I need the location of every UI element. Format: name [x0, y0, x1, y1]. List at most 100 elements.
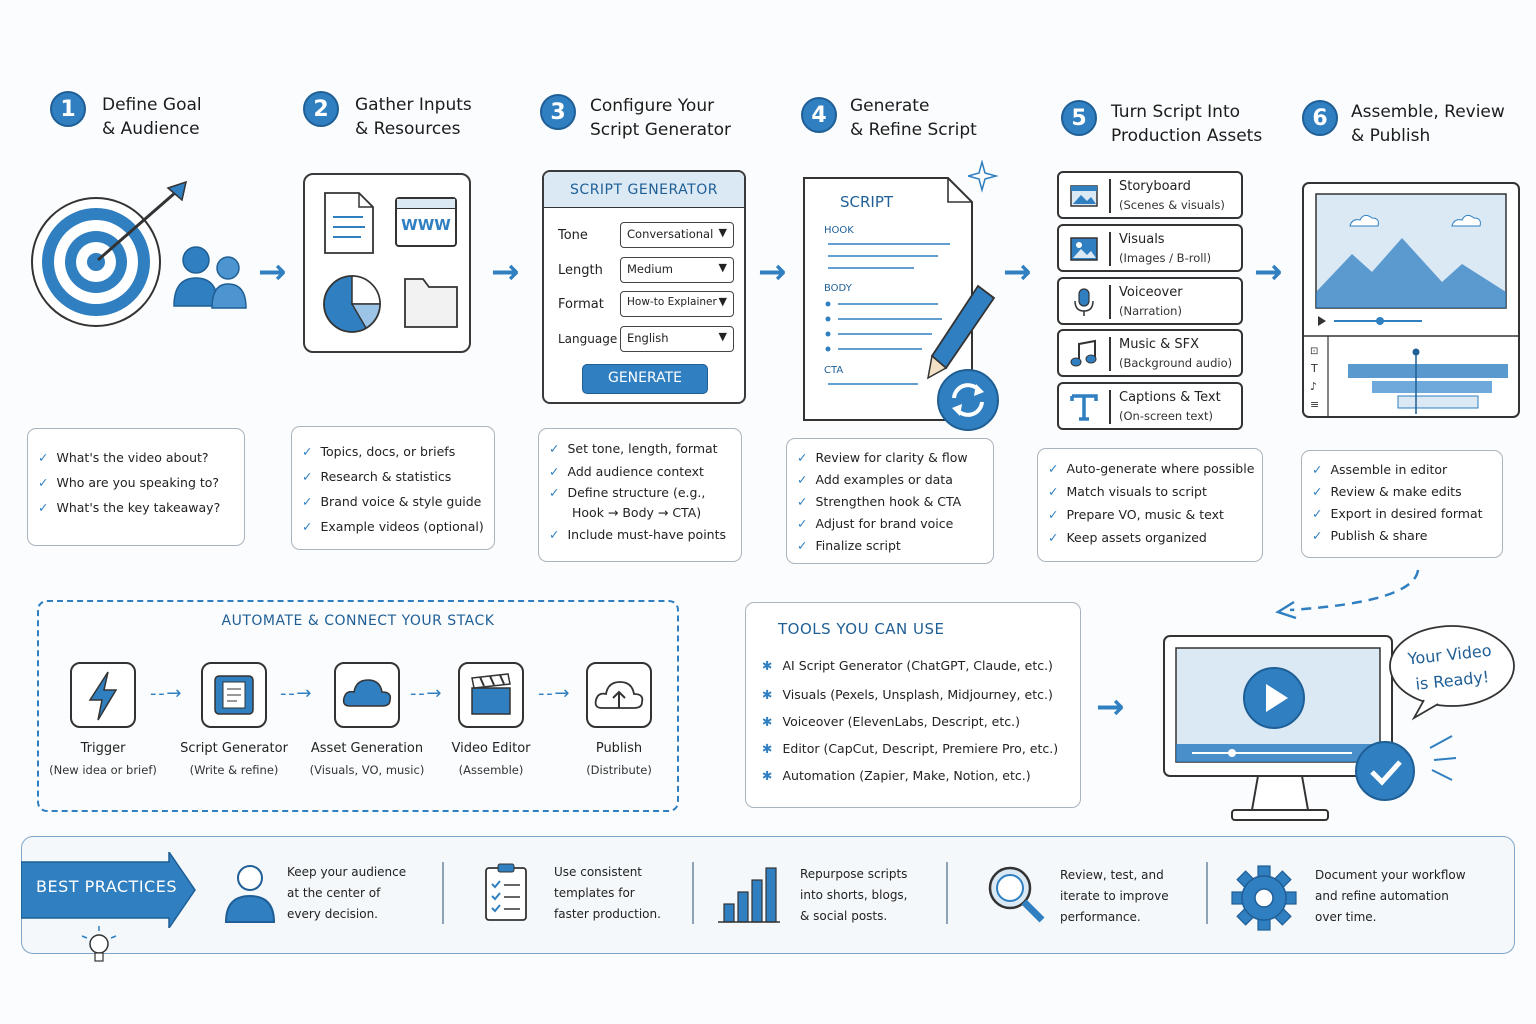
- svg-text:♪: ♪: [1310, 380, 1317, 393]
- tool-item: ✱AI Script Generator (ChatGPT, Claude, e…: [762, 658, 1053, 673]
- asset-generation-node: [334, 662, 400, 728]
- list-item: ✓Keep assets organized: [1048, 530, 1207, 545]
- asset-generation-sub: (Visuals, VO, music): [309, 763, 425, 777]
- automate-title: AUTOMATE & CONNECT YOUR STACK: [221, 613, 495, 629]
- best-practice-text: Repurpose scripts into shorts, blogs, & …: [800, 867, 908, 923]
- length-row: Length Medium▼: [558, 257, 734, 283]
- folder-icon: [404, 278, 458, 328]
- asset-voiceover: Voiceover (Narration): [1057, 277, 1243, 325]
- check-icon: ✓: [38, 450, 49, 465]
- checklist-step-3: ✓Set tone, length, format ✓Add audience …: [538, 428, 742, 562]
- asset-title: Music & SFX: [1119, 337, 1200, 352]
- tone-select[interactable]: Conversational▼: [620, 222, 734, 248]
- language-select[interactable]: English▼: [620, 326, 734, 352]
- cloud-icon: [342, 679, 392, 707]
- format-select[interactable]: How-to Explainer▼: [620, 291, 734, 317]
- script-generator-panel: SCRIPT GENERATOR Tone Conversational▼ Le…: [542, 170, 746, 404]
- list-item: ✓Brand voice & style guide: [302, 494, 482, 509]
- asset-subtitle: (Scenes & visuals): [1119, 198, 1225, 212]
- checklist-step-1: ✓What's the video about? ✓Who are you sp…: [27, 428, 245, 546]
- list-item: ✓Export in desired format: [1312, 506, 1483, 521]
- arrow-2-to-3: →: [491, 252, 520, 292]
- video-editor-illustration: ⊡ T ♪ ≡: [1302, 182, 1520, 418]
- sparkle-icon: [968, 160, 999, 193]
- language-value: English: [627, 331, 669, 345]
- bar-chart-icon: [718, 867, 780, 923]
- video-editor-node: [458, 662, 524, 728]
- person-icon: [224, 865, 276, 923]
- check-icon: ✓: [797, 472, 808, 487]
- language-row: Language English▼: [558, 326, 734, 352]
- publish-sub: (Distribute): [586, 763, 652, 777]
- step-2-title: Gather Inputs & Resources: [355, 95, 472, 139]
- check-icon: ✓: [1048, 461, 1059, 476]
- list-item: ✓Match visuals to script: [1048, 484, 1207, 499]
- list-item: ✓What's the key takeaway?: [38, 500, 221, 515]
- tool-item: ✱Editor (CapCut, Descript, Premiere Pro,…: [762, 741, 1059, 756]
- check-icon: ✓: [549, 464, 560, 479]
- check-icon: ✓: [549, 441, 560, 456]
- asset-title: Storyboard: [1119, 179, 1191, 194]
- asset-title: Visuals: [1119, 232, 1165, 247]
- checklist-step-5: ✓Auto-generate where possible ✓Match vis…: [1037, 448, 1263, 562]
- pie-chart-icon: [323, 275, 381, 333]
- text-icon: [1070, 394, 1098, 421]
- asset-visuals: Visuals (Images / B-roll): [1057, 224, 1243, 272]
- document-icon: [324, 192, 374, 254]
- tools-section: [745, 602, 1081, 808]
- step-6-title: Assemble, Review & Publish: [1351, 102, 1505, 146]
- asset-subtitle: (Background audio): [1119, 356, 1233, 370]
- list-item: ✓Assemble in editor: [1312, 462, 1448, 477]
- trigger-node: [70, 662, 136, 728]
- publish-label: Publish: [595, 741, 643, 756]
- arrow-3-to-4: →: [758, 252, 787, 292]
- browser-icon: WWW: [395, 197, 457, 247]
- svg-text:≡: ≡: [1310, 398, 1319, 411]
- script-editor-icon: [214, 675, 254, 715]
- cloud-upload-icon: [594, 681, 644, 709]
- step-1-title: Define Goal & Audience: [102, 95, 202, 139]
- length-select[interactable]: Medium▼: [620, 257, 734, 283]
- storyboard-icon: [1070, 185, 1098, 207]
- step-1-badge: 1: [50, 91, 86, 127]
- tone-row: Tone Conversational▼: [558, 222, 734, 248]
- asset-title: Voiceover: [1119, 285, 1183, 300]
- list-item: ✓Research & statistics: [302, 469, 452, 484]
- generate-button[interactable]: GENERATE: [582, 364, 708, 394]
- list-item: ✓Review for clarity & flow: [797, 450, 968, 465]
- step-6-badge: 6: [1302, 100, 1338, 136]
- divider: [1109, 179, 1111, 213]
- check-icon: ✓: [549, 485, 560, 500]
- list-item: ✓What's the video about?: [38, 450, 209, 465]
- list-item: ✓Topics, docs, or briefs: [302, 444, 456, 459]
- list-item: Hook → Body → CTA): [572, 505, 702, 520]
- tone-value: Conversational: [627, 227, 714, 241]
- refresh-icon: [937, 369, 999, 431]
- divider: [1206, 862, 1208, 924]
- checklist-step-6: ✓Assemble in editor ✓Review & make edits…: [1301, 450, 1503, 558]
- resources-panel: WWW: [303, 173, 471, 353]
- script-generator-label: Script Generator: [180, 741, 288, 756]
- svg-text:T: T: [1310, 362, 1318, 375]
- video-editor-sub: (Assemble): [458, 763, 524, 777]
- checkmark-badge-icon: [1355, 741, 1415, 801]
- script-body-label: BODY: [824, 283, 852, 294]
- gear-icon: [1231, 865, 1297, 931]
- list-item: ✓Strengthen hook & CTA: [797, 494, 962, 509]
- lightning-icon: [88, 671, 118, 721]
- check-icon: ✓: [1048, 507, 1059, 522]
- best-practice-text: Review, test, and iterate to improve per…: [1060, 868, 1169, 924]
- check-icon: ✓: [302, 494, 313, 509]
- format-row: Format How-to Explainer▼: [558, 291, 734, 317]
- asset-captions: Captions & Text (On-screen text): [1057, 382, 1243, 430]
- tool-item: ✱Voiceover (ElevenLabs, Descript, etc.): [762, 714, 1020, 729]
- arrow-icon: - - →: [150, 683, 181, 704]
- list-item: ✓Who are you speaking to?: [38, 475, 220, 490]
- format-label: Format: [558, 296, 604, 312]
- asset-subtitle: (Images / B-roll): [1119, 251, 1212, 265]
- script-hook-label: HOOK: [824, 225, 854, 236]
- pencil-icon: [926, 284, 996, 380]
- asset-storyboard: Storyboard (Scenes & visuals): [1057, 171, 1243, 219]
- list-item: ✓Prepare VO, music & text: [1048, 507, 1224, 522]
- list-item: ✓Adjust for brand voice: [797, 516, 954, 531]
